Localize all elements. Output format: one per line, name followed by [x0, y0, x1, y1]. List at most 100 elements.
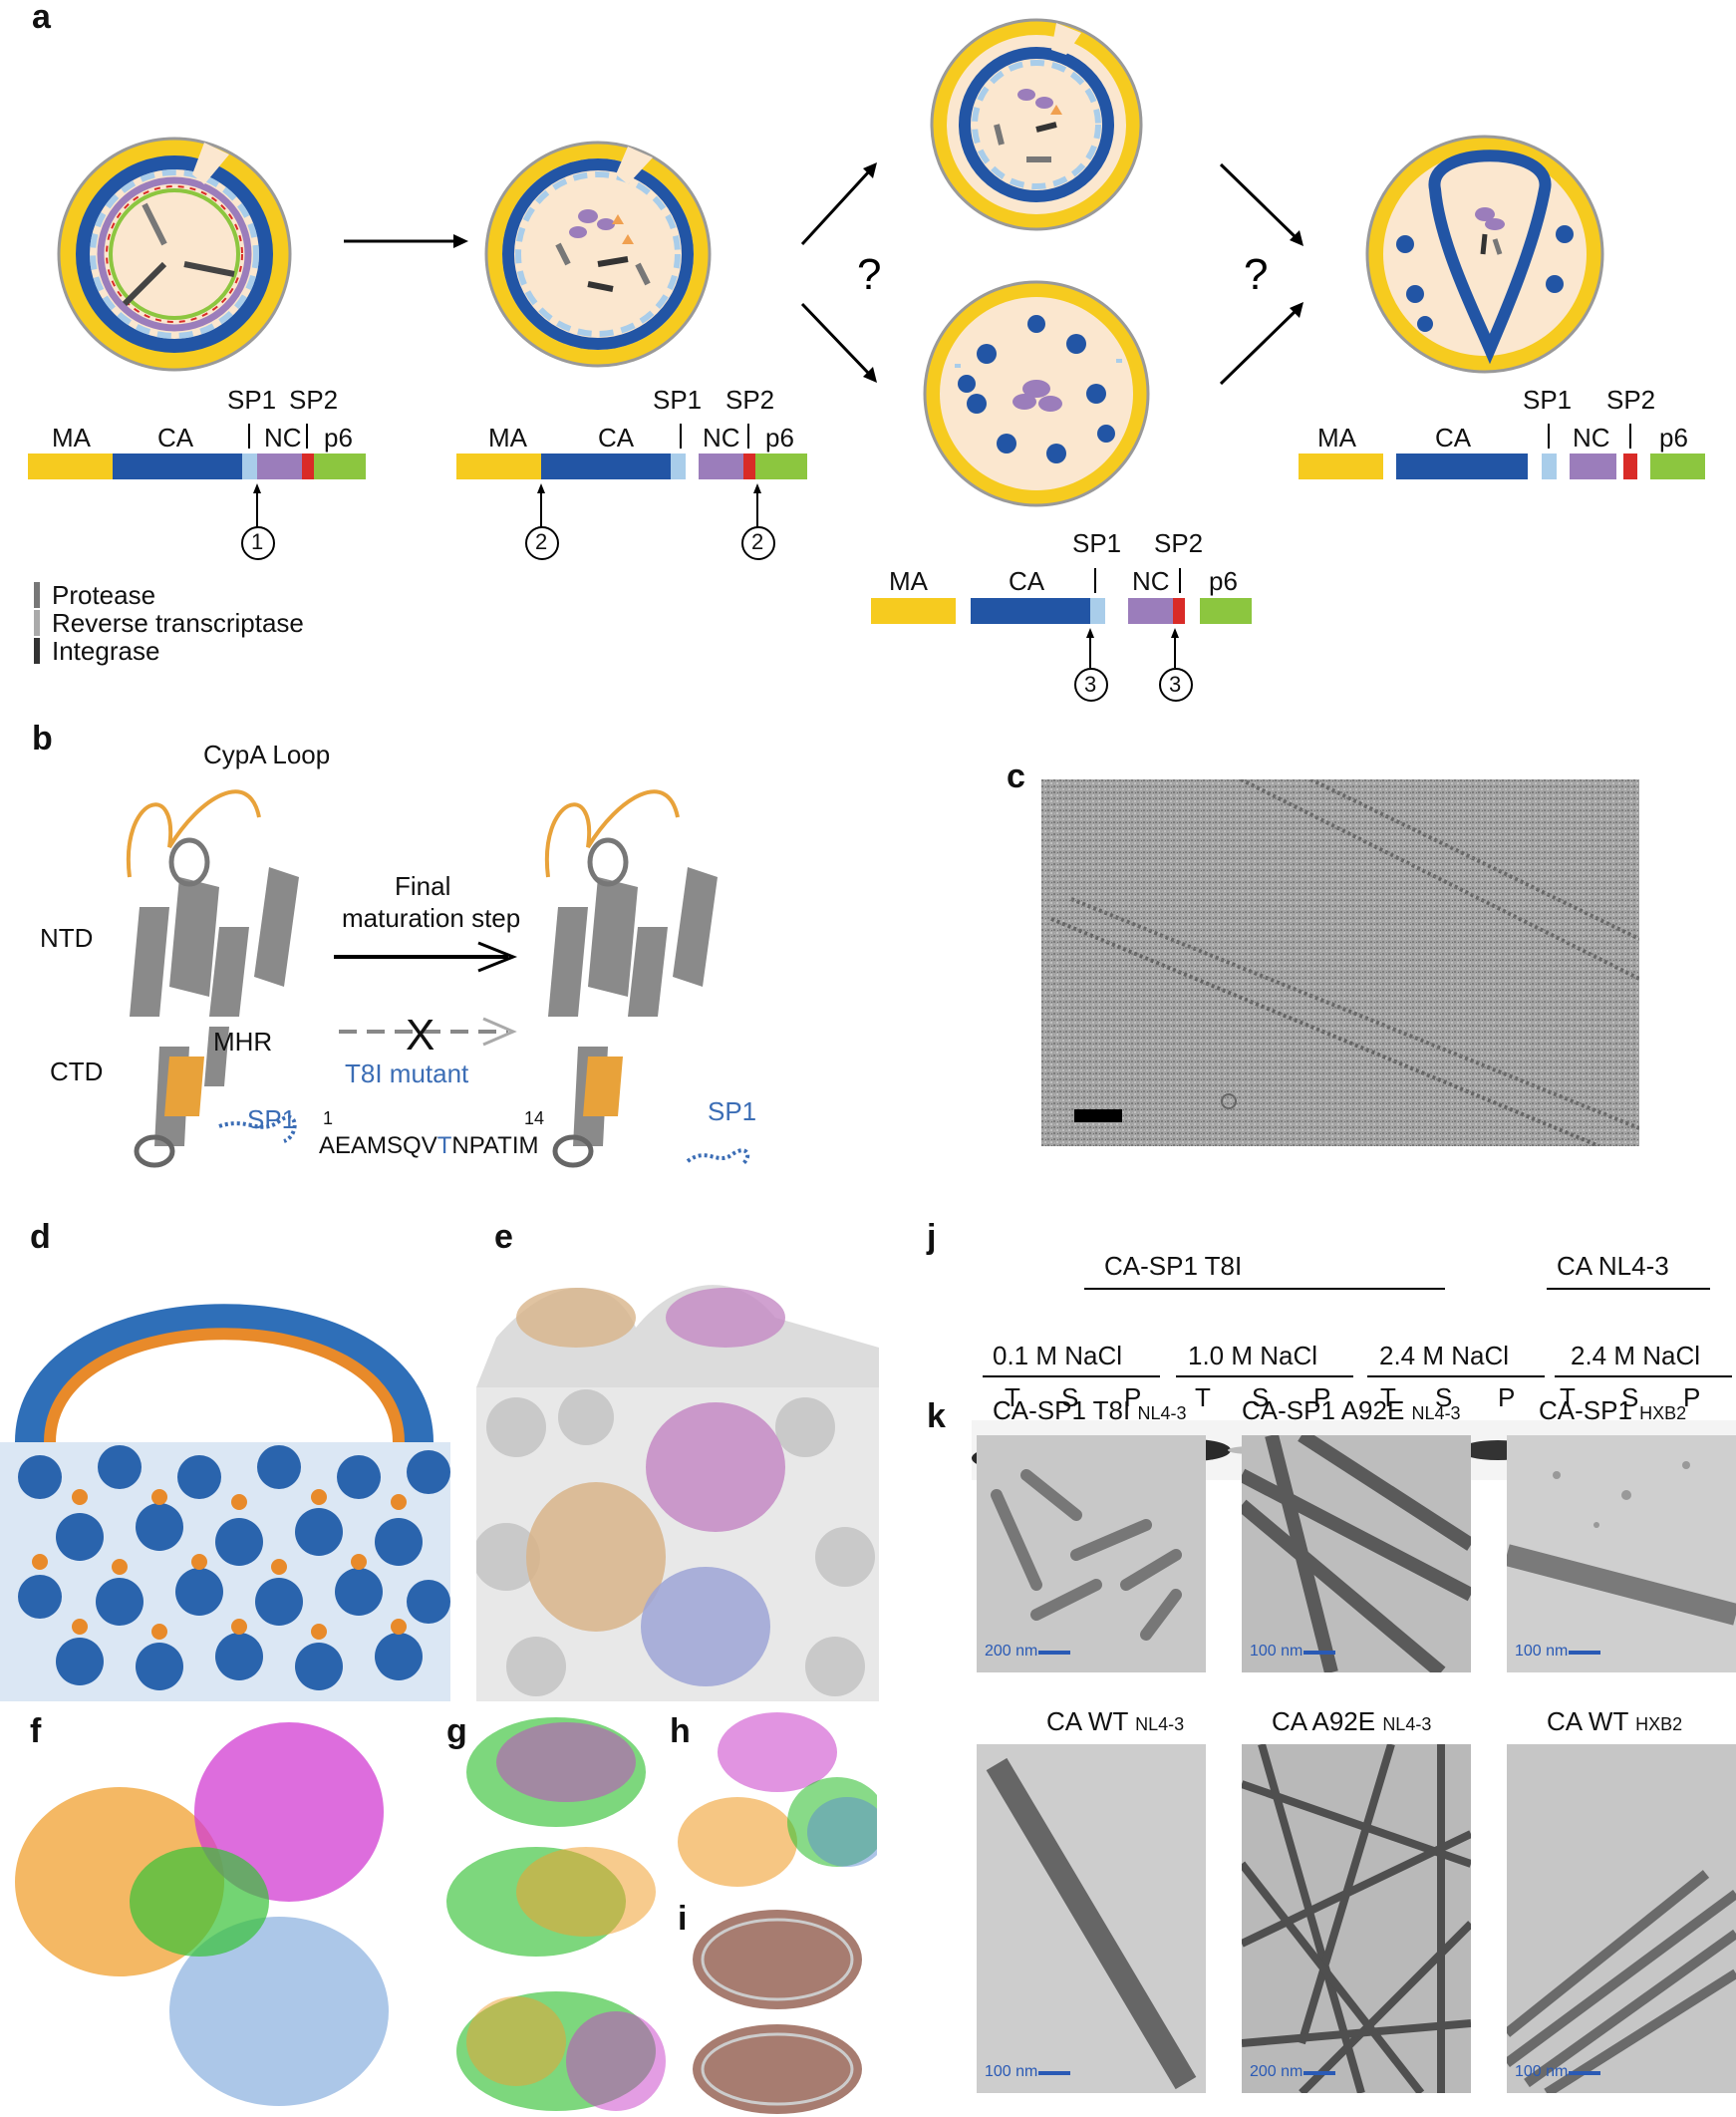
panel-label-g: g	[446, 1712, 467, 1750]
panel-b-ca-structure-right	[544, 789, 750, 1168]
question-mark-right: ?	[1244, 250, 1268, 299]
sp1-left-label: SP1	[247, 1104, 297, 1134]
k-scale-bar-5	[1303, 2071, 1335, 2075]
k-title-3-main: CA-SP1	[1539, 1395, 1632, 1425]
gag2-sp2: SP2	[725, 385, 775, 415]
ctd-label: CTD	[50, 1057, 104, 1086]
lane-12: P	[1683, 1382, 1701, 1412]
k-title-5-main: CA A92E	[1272, 1706, 1376, 1736]
legend-integrase-swatch	[34, 638, 40, 664]
gel-cond-4: 2.4 M NaCl	[1571, 1341, 1701, 1370]
gag2-p6: p6	[765, 423, 794, 453]
panel-d-tube-map	[0, 1258, 450, 1701]
arrow-converge-down	[1219, 309, 1298, 386]
seq-end: 14	[524, 1108, 545, 1128]
gag3-sp1: SP1	[1072, 528, 1122, 558]
lane-4: T	[1195, 1382, 1211, 1412]
virion-released	[484, 141, 712, 368]
gel-cond-2: 1.0 M NaCl	[1188, 1341, 1318, 1370]
panel-f-hexamer-ribbons	[0, 1712, 438, 2117]
gag4-nc: NC	[1573, 423, 1610, 453]
lane-7: T	[1380, 1382, 1396, 1412]
panel-c-micrograph	[1041, 779, 1639, 1146]
maturation-label-2: maturation step	[342, 903, 521, 933]
k-title-4: CA WT NL4-3	[1046, 1706, 1184, 1737]
arrow-branch-down	[800, 302, 871, 376]
seq-mutated-residue: T	[436, 1132, 452, 1159]
lane-6: P	[1313, 1382, 1331, 1412]
panel-label-i: i	[678, 1900, 688, 1938]
legend-rt: Reverse transcriptase	[52, 608, 304, 638]
lane-5: S	[1252, 1382, 1270, 1412]
k-title-6-sub: HXB2	[1635, 1714, 1683, 1734]
question-mark-left: ?	[857, 250, 881, 299]
lane-2: S	[1061, 1382, 1079, 1412]
lane-10: T	[1560, 1382, 1576, 1412]
seq-pre: AEAMSQV	[319, 1132, 437, 1159]
lane-8: S	[1435, 1382, 1453, 1412]
gag3-site-left: 3	[1084, 672, 1097, 697]
panel-label-h: h	[670, 1712, 691, 1750]
blocked-x: X	[406, 1011, 435, 1059]
panel-i-density-overlay	[688, 1900, 877, 2117]
sp1-sequence: AEAMSQVTNPATIM	[319, 1132, 538, 1160]
k-scale-4: 100 nm	[985, 2063, 1038, 2080]
scale-bar	[1074, 1109, 1122, 1122]
virion-intermediate-bottom	[923, 280, 1150, 507]
k-scale-bar-6	[1569, 2071, 1600, 2075]
k-title-6-main: CA WT	[1547, 1706, 1628, 1736]
k-scale-bar-1	[1038, 1651, 1070, 1655]
gel-group1-label: CA-SP1 T8I	[1104, 1251, 1243, 1281]
panel-g-superpositions	[446, 1712, 666, 2117]
k-scale-bar-3	[1569, 1651, 1600, 1655]
gag3-sp2: SP2	[1154, 528, 1204, 558]
k-image-2: 100 nm	[1242, 1435, 1471, 1672]
lane-11: S	[1621, 1382, 1639, 1412]
gel-cond-line-3	[1367, 1375, 1545, 1377]
gag1-ma: MA	[52, 423, 91, 453]
seq-start: 1	[323, 1108, 334, 1128]
arrow-converge-up	[1219, 162, 1298, 239]
k-title-1: CA-SP1 T8I NL4-3	[993, 1395, 1187, 1426]
panel-a-diagram: ? ?	[57, 18, 1604, 507]
k-title-2: CA-SP1 A92E NL4-3	[1242, 1395, 1461, 1426]
gag1-ca: CA	[157, 423, 194, 453]
gag4-ca: CA	[1435, 423, 1472, 453]
k-title-2-main: CA-SP1 A92E	[1242, 1395, 1405, 1425]
virion-intermediate-top	[930, 18, 1143, 231]
gag4-p6: p6	[1659, 423, 1688, 453]
panel-label-c: c	[1007, 757, 1025, 795]
panel-label-a: a	[32, 0, 51, 36]
legend-integrase: Integrase	[52, 636, 160, 666]
legend-protease-swatch	[34, 582, 40, 608]
gel-cond-line-2	[1176, 1375, 1353, 1377]
sp1-right-label: SP1	[708, 1096, 757, 1126]
legend-rt-swatch	[34, 610, 40, 636]
k-title-4-main: CA WT	[1046, 1706, 1128, 1736]
ntd-label: NTD	[40, 923, 94, 953]
mhr-label: MHR	[213, 1027, 273, 1057]
k-title-2-sub: NL4-3	[1411, 1403, 1461, 1423]
maturation-arrows	[334, 941, 518, 1047]
t8i-mutant-label: T8I mutant	[345, 1058, 469, 1088]
k-image-3: 100 nm	[1507, 1435, 1736, 1672]
lane-3: P	[1124, 1382, 1142, 1412]
gag2-sp1: SP1	[653, 385, 703, 415]
k-scale-6: 100 nm	[1515, 2063, 1569, 2080]
k-image-4: 100 nm	[977, 1744, 1206, 2093]
k-title-3: CA-SP1 HXB2	[1539, 1395, 1686, 1426]
gag2-site-right: 2	[751, 529, 764, 554]
lane-1: T	[1005, 1382, 1020, 1412]
k-scale-1: 200 nm	[985, 1643, 1038, 1660]
panel-label-k: k	[927, 1397, 946, 1435]
gag1-p6: p6	[324, 423, 353, 453]
gag3-p6: p6	[1209, 566, 1238, 596]
virion-mature	[1365, 135, 1604, 374]
gag2-ma: MA	[488, 423, 527, 453]
k-title-6: CA WT HXB2	[1547, 1706, 1682, 1737]
gag2-nc: NC	[703, 423, 740, 453]
k-scale-bar-2	[1303, 1651, 1335, 1655]
panel-label-f: f	[30, 1712, 42, 1750]
gel-group2-label: CA NL4-3	[1557, 1251, 1669, 1281]
gag3-nc: NC	[1132, 566, 1170, 596]
